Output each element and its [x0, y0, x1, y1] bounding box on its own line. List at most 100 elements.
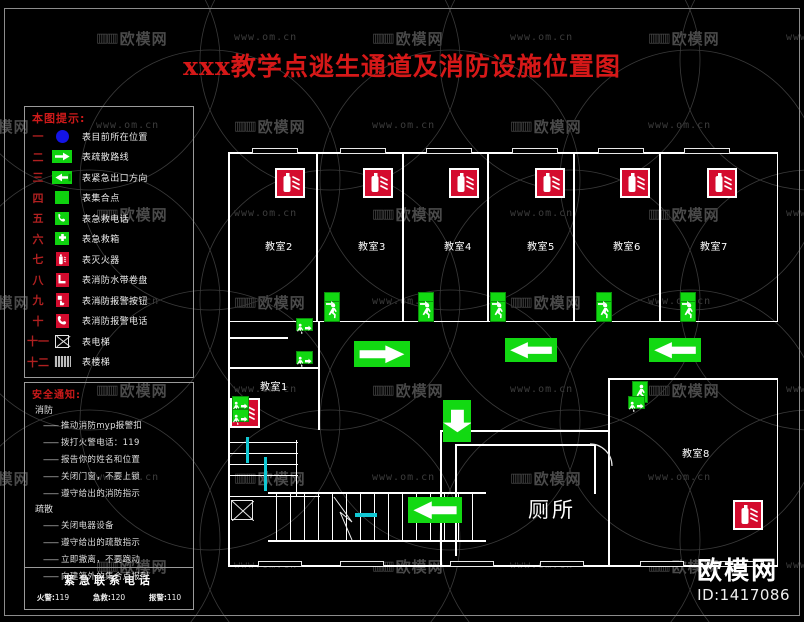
watermark-logo-text: 欧模网 — [257, 118, 306, 136]
legend-item-label: 表消防报警电话 — [82, 317, 148, 327]
exit-route-marker — [596, 292, 612, 307]
logo-glyph-icon: ▥▥ — [648, 559, 671, 574]
safety-fire-line: ——遵守给出的消防指示 — [43, 489, 141, 499]
stair-step — [346, 494, 348, 540]
emergency-phone-label: 报警: — [148, 593, 167, 602]
legend-item-label: 表消防水带卷盘 — [82, 276, 148, 286]
wall-segment — [228, 565, 548, 567]
fire-extinguisher-sign — [363, 168, 393, 198]
wall-segment — [402, 152, 404, 322]
legend-item-number: 七 — [32, 253, 44, 266]
wall-segment — [296, 440, 298, 496]
watermark-logo: ▥▥欧模网 — [234, 292, 306, 313]
fire-extinguisher-sign — [275, 168, 305, 198]
fire-hose-reel-icon — [55, 272, 69, 287]
safety-evac-line: ——关闭电器设备 — [43, 521, 114, 531]
room-label: 教室3 — [358, 242, 386, 253]
watermark-url: www.om.cn — [648, 120, 712, 131]
watermark-logo: ▥▥欧模网 — [234, 468, 306, 489]
stair-step — [374, 494, 376, 540]
emergency-phone-entry: 火警:119 — [37, 592, 69, 603]
wall-segment — [316, 152, 318, 322]
safety-fire-line: ——报告你的姓名和位置 — [43, 455, 141, 465]
emergency-phone-entry: 急救:120 — [93, 592, 125, 603]
safety-evac-line: ——向建筑外的集合点报到 — [43, 572, 150, 582]
room-label: 教室1 — [260, 382, 288, 393]
logo-glyph-icon: ▥▥ — [234, 471, 257, 486]
logo-glyph-icon: ▥▥ — [372, 383, 395, 398]
watermark-logo: ▥▥欧模网 — [510, 468, 582, 489]
stair-direction-arrow — [246, 437, 249, 463]
legend-item: 七表灭火器 — [25, 249, 195, 269]
dash-icon: —— — [43, 489, 59, 499]
wall-segment — [608, 378, 778, 380]
watermark-url: www.om.cn — [510, 384, 574, 395]
wall-segment — [318, 320, 320, 371]
watermark-url: www.om.cn — [786, 208, 804, 219]
dash-icon: —— — [43, 421, 59, 431]
room-label: 教室2 — [265, 242, 293, 253]
wall-segment — [608, 378, 610, 566]
emergency-phone-number: 120 — [110, 593, 126, 602]
assembly-point-icon — [55, 191, 69, 204]
stair-step — [228, 475, 298, 477]
logo-glyph-icon: ▥▥ — [510, 471, 533, 486]
watermark-url: www.om.cn — [510, 32, 574, 43]
emergency-phone-number: 119 — [54, 593, 70, 602]
fire-alarm-button-icon — [55, 293, 69, 307]
watermark-logo-text: 欧模网 — [395, 558, 444, 576]
watermark-logo-text: 欧模网 — [533, 294, 582, 312]
watermark-url: www.om.cn — [786, 32, 804, 43]
legend-item: 八 表消防水带卷盘 — [25, 270, 195, 290]
page-title: xxx教学点逃生通道及消防设施位置图 — [183, 52, 621, 81]
legend-item-label: 表楼梯 — [82, 358, 111, 368]
logo-glyph-icon: ▥▥ — [96, 31, 119, 46]
logo-glyph-icon: ▥▥ — [372, 207, 395, 222]
emergency-phone-label: 急救: — [92, 593, 111, 602]
watermark-logo: ▥▥欧模网 — [234, 116, 306, 137]
wall-segment — [594, 444, 596, 494]
legend-item: 四表集合点 — [25, 188, 195, 208]
legend-item: 二表疏散路线 — [25, 147, 195, 167]
exit-route-marker — [490, 292, 506, 307]
dash-icon: —— — [43, 521, 59, 531]
site-id-label: ID:1417086 — [697, 586, 790, 604]
legend-item-number: 十二 — [27, 355, 49, 369]
wall-segment — [228, 367, 320, 369]
watermark-logo: ▥▥欧模网 — [648, 204, 720, 225]
window-symbol — [340, 148, 386, 154]
watermark-logo-text: 欧模网 — [395, 382, 444, 400]
staircase-icon — [53, 356, 71, 367]
exit-direction-sign-left — [649, 338, 701, 362]
legend-item-number: 八 — [32, 273, 44, 287]
legend-item-number: 五 — [32, 212, 44, 225]
exit-route-marker — [418, 292, 434, 307]
elevator-icon — [55, 334, 69, 348]
exit-route-marker — [296, 318, 313, 334]
wall-segment — [268, 492, 486, 494]
fire-extinguisher-sign — [707, 168, 737, 198]
stair-step — [332, 494, 334, 540]
exit-route-marker — [680, 292, 696, 307]
blue-dot-icon — [55, 129, 69, 143]
room-label: 厕所 — [528, 498, 576, 522]
watermark-logo: ▥▥欧模网 — [372, 28, 444, 49]
logo-glyph-icon: ▥▥ — [648, 207, 671, 222]
exit-route-marker-room8 — [628, 396, 645, 412]
watermark-logo-text: 欧模网 — [533, 118, 582, 136]
legend-item: 十一表电梯 — [25, 331, 195, 351]
stair-step — [290, 494, 292, 540]
wall-segment — [455, 444, 595, 446]
wall-segment — [776, 378, 778, 566]
watermark-url: www.om.cn — [372, 120, 436, 131]
room-label: 教室6 — [613, 242, 641, 253]
watermark-logo-text: 欧模网 — [119, 30, 168, 48]
emergency-phone-label: 火警: — [36, 593, 55, 602]
watermark-url: www.om.cn — [510, 560, 574, 571]
watermark-logo: ▥▥欧模网 — [372, 556, 444, 577]
legend-item-label: 表紧急出口方向 — [82, 173, 148, 184]
exit-direction-sign-right — [354, 341, 410, 367]
logo-glyph-icon: ▥▥ — [510, 119, 533, 134]
room-label: 教室8 — [682, 449, 710, 460]
